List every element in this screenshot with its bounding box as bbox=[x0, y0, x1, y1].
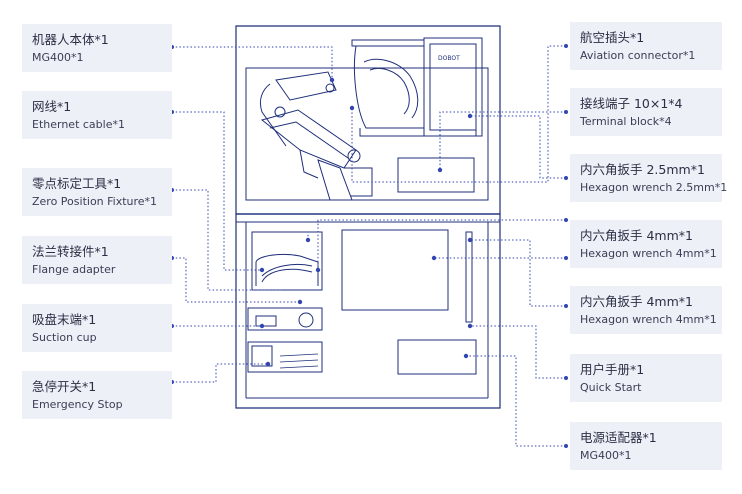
leader-left-4 bbox=[172, 257, 300, 303]
label-zh: 吸盘末端*1 bbox=[32, 312, 97, 327]
manual-compartment bbox=[341, 229, 449, 311]
leader-dots bbox=[170, 44, 568, 448]
label-emergency-stop: 急停开关*1 Emergency Stop bbox=[22, 371, 172, 419]
leader-right-3 bbox=[470, 115, 566, 179]
label-en: Emergency Stop bbox=[32, 398, 123, 411]
leader-right-8 bbox=[466, 355, 566, 447]
leader-left-6 bbox=[172, 363, 268, 383]
label-zh: 用户手册*1 bbox=[580, 362, 645, 377]
label-en: Quick Start bbox=[580, 381, 642, 394]
label-en: Terminal block*4 bbox=[580, 115, 672, 128]
label-zh: 急停开关*1 bbox=[32, 379, 97, 394]
label-zh: 接线端子 10×1*4 bbox=[580, 96, 683, 111]
upper-compartment bbox=[397, 157, 475, 193]
leader-right-6 bbox=[470, 239, 566, 307]
box-upper-inner bbox=[245, 67, 489, 201]
label-en: Zero Position Fixture*1 bbox=[32, 195, 158, 208]
label-en: Aviation connector*1 bbox=[580, 49, 696, 62]
leader-left-3 bbox=[172, 189, 282, 291]
wrench-slot bbox=[465, 231, 473, 323]
label-en: Hexagon wrench 4mm*1 bbox=[580, 313, 717, 326]
label-terminal-block: 接线端子 10×1*4 Terminal block*4 bbox=[570, 88, 722, 136]
label-en: MG400*1 bbox=[32, 51, 84, 64]
label-en: Hexagon wrench 2.5mm*1 bbox=[580, 181, 728, 194]
label-ethernet-cable: 网线*1 Ethernet cable*1 bbox=[22, 91, 172, 139]
label-en: Hexagon wrench 4mm*1 bbox=[580, 247, 717, 260]
label-suction-cup: 吸盘末端*1 Suction cup bbox=[22, 304, 172, 352]
cable-compartment bbox=[251, 231, 323, 291]
leader-left-2 bbox=[172, 111, 262, 271]
label-zh: 内六角扳手 2.5mm*1 bbox=[580, 162, 705, 177]
leader-right-7 bbox=[470, 325, 566, 379]
leader-right-4 bbox=[317, 219, 566, 270]
label-aviation-connector: 航空插头*1 Aviation connector*1 bbox=[570, 22, 722, 70]
label-zh: 法兰转接件*1 bbox=[32, 244, 109, 259]
label-zh: 内六角扳手 4mm*1 bbox=[580, 294, 693, 309]
label-zh: 内六角扳手 4mm*1 bbox=[580, 228, 693, 243]
label-zh: 网线*1 bbox=[32, 99, 72, 114]
label-zh: 电源适配器*1 bbox=[580, 430, 657, 445]
label-robot-body: 机器人本体*1 MG400*1 bbox=[22, 24, 172, 72]
box-lower-outline bbox=[235, 213, 501, 409]
label-zh: 机器人本体*1 bbox=[32, 32, 109, 47]
label-en: MG400*1 bbox=[580, 449, 632, 462]
leader-right-1 bbox=[351, 45, 566, 183]
label-hex-wrench-4mm-a: 内六角扳手 4mm*1 Hexagon wrench 4mm*1 bbox=[570, 220, 722, 268]
suction-compartment bbox=[247, 307, 323, 331]
label-en: Suction cup bbox=[32, 331, 97, 344]
label-zh: 零点标定工具*1 bbox=[32, 176, 122, 191]
estop-compartment bbox=[247, 341, 323, 373]
box-upper-outline bbox=[235, 25, 501, 215]
label-hex-wrench-2-5mm: 内六角扳手 2.5mm*1 Hexagon wrench 2.5mm*1 bbox=[570, 154, 728, 202]
label-quick-start: 用户手册*1 Quick Start bbox=[570, 354, 722, 402]
label-zh: 航空插头*1 bbox=[580, 30, 645, 45]
label-hex-wrench-4mm-b: 内六角扳手 4mm*1 Hexagon wrench 4mm*1 bbox=[570, 286, 722, 334]
label-zero-position-fixture: 零点标定工具*1 Zero Position Fixture*1 bbox=[22, 168, 172, 216]
robot-body bbox=[259, 37, 483, 201]
robot-brand-text: DOBOT bbox=[438, 55, 460, 62]
adapter-compartment bbox=[397, 339, 477, 375]
label-en: Ethernet cable*1 bbox=[32, 118, 125, 131]
label-power-adapter: 电源适配器*1 MG400*1 bbox=[570, 422, 722, 470]
label-flange-adapter: 法兰转接件*1 Flange adapter bbox=[22, 236, 172, 284]
label-en: Flange adapter bbox=[32, 263, 116, 276]
leader-left-1 bbox=[172, 46, 333, 80]
leader-right-2 bbox=[439, 111, 566, 170]
